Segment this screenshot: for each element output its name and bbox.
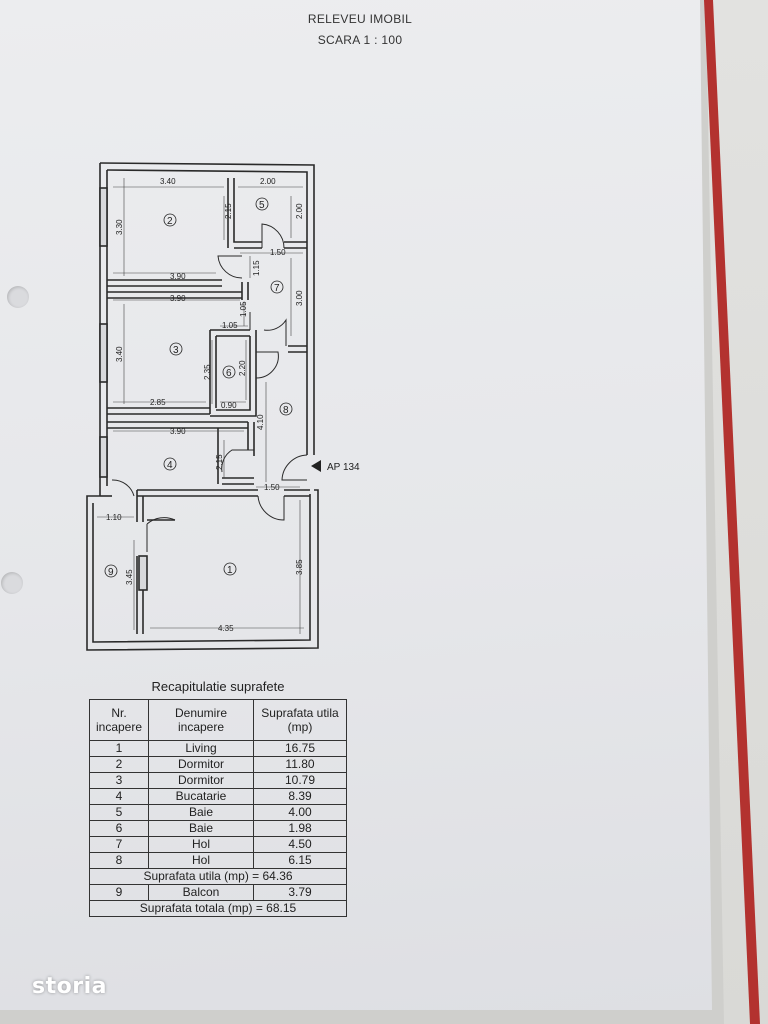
room-number: 7: [274, 283, 280, 294]
room-name: Balcon: [148, 884, 254, 901]
room-nr: 4: [89, 788, 149, 805]
recap-table: Nr. incapere Denumire incapere Suprafata…: [89, 699, 347, 917]
table-row: 8 Hol 6.15: [89, 852, 347, 869]
table-row: 3 Dormitor 10.79: [89, 772, 347, 789]
room-name: Hol: [148, 836, 254, 853]
dim-label: 3.40: [160, 177, 176, 186]
dim-label: 2.15: [215, 454, 224, 470]
room-name: Dormitor: [148, 756, 254, 773]
total-row: Suprafata totala (mp) = 68.15: [89, 900, 347, 917]
table-row: 1 Living 16.75: [89, 740, 347, 757]
room-name: Baie: [148, 820, 254, 837]
room-nr: 7: [89, 836, 149, 853]
dim-label: 3.90: [170, 294, 186, 303]
dim-label: 0.90: [221, 401, 237, 410]
column-header: Denumire incapere: [148, 699, 254, 741]
room-nr: 3: [89, 772, 149, 789]
room-area: 10.79: [253, 772, 347, 789]
dim-label: 2.85: [150, 398, 166, 407]
room-number: 9: [108, 567, 114, 578]
room-number: 3: [173, 345, 179, 356]
dim-label: 1.05: [239, 301, 248, 317]
room-area: 4.50: [253, 836, 347, 853]
entrance-arrow-icon: [311, 460, 321, 472]
room-nr: 5: [89, 804, 149, 821]
room-nr: 8: [89, 852, 149, 869]
room-area: 4.00: [253, 804, 347, 821]
dim-label: 3.00: [295, 290, 304, 306]
dim-label: 1.50: [264, 483, 280, 492]
room-number: 5: [259, 200, 265, 211]
apartment-label: AP 134: [327, 462, 360, 473]
room-nr: 1: [89, 740, 149, 757]
room-area: 6.15: [253, 852, 347, 869]
subtotal-value: Suprafata utila (mp) = 64.36: [89, 868, 347, 885]
room-number: 6: [226, 368, 232, 379]
room-nr: 2: [89, 756, 149, 773]
table-row: 2 Dormitor 11.80: [89, 756, 347, 773]
room-name: Bucatarie: [148, 788, 254, 805]
room-area: 1.98: [253, 820, 347, 837]
room-area: 3.79: [253, 884, 347, 901]
room-number: 1: [227, 565, 233, 576]
table-row: 7 Hol 4.50: [89, 836, 347, 853]
dim-label: 3.85: [295, 559, 304, 575]
room-name: Dormitor: [148, 772, 254, 789]
punch-hole: [7, 286, 29, 308]
punch-hole: [1, 572, 23, 594]
storia-logo: storia: [32, 974, 107, 999]
dim-label: 1.15: [252, 260, 261, 276]
column-header: Nr. incapere: [89, 699, 149, 741]
table-header-row: Nr. incapere Denumire incapere Suprafata…: [89, 699, 347, 741]
room-nr: 9: [89, 884, 149, 901]
recap-title: Recapitulatie suprafete: [151, 679, 285, 694]
dim-label: 1.05: [222, 321, 238, 330]
column-header: Suprafata utila (mp): [253, 699, 347, 741]
table-row: 4 Bucatarie 8.39: [89, 788, 347, 805]
room-area: 16.75: [253, 740, 347, 757]
table-row: 6 Baie 1.98: [89, 820, 347, 837]
room-name: Hol: [148, 852, 254, 869]
dim-label: 2.35: [203, 364, 212, 380]
room-area: 11.80: [253, 756, 347, 773]
room-number: 4: [167, 460, 173, 471]
dim-label: 3.90: [170, 272, 186, 281]
dim-label: 4.35: [218, 624, 234, 633]
scale-label: SCARA 1 : 100: [317, 33, 403, 47]
table-row: 9 Balcon 3.79: [89, 884, 347, 901]
dim-label: 3.45: [125, 569, 134, 585]
dim-label: 4.10: [256, 414, 265, 430]
room-number: 8: [283, 405, 289, 416]
dim-label: 3.30: [115, 219, 124, 235]
dim-label: 2.00: [295, 203, 304, 219]
table-row: 5 Baie 4.00: [89, 804, 347, 821]
document-title: RELEVEU IMOBIL: [307, 12, 413, 26]
total-value: Suprafata totala (mp) = 68.15: [89, 900, 347, 917]
room-area: 8.39: [253, 788, 347, 805]
dim-label: 3.90: [170, 427, 186, 436]
dim-label: 2.00: [260, 177, 276, 186]
dim-label: 1.10: [106, 513, 122, 522]
room-nr: 6: [89, 820, 149, 837]
dim-label: 2.20: [238, 360, 247, 376]
subtotal-row: Suprafata utila (mp) = 64.36: [89, 868, 347, 885]
dim-label: 2.15: [224, 203, 233, 219]
dim-label: 3.40: [115, 346, 124, 362]
room-name: Living: [148, 740, 254, 757]
room-number: 2: [167, 216, 173, 227]
room-name: Baie: [148, 804, 254, 821]
dim-label: 1.50: [270, 248, 286, 257]
